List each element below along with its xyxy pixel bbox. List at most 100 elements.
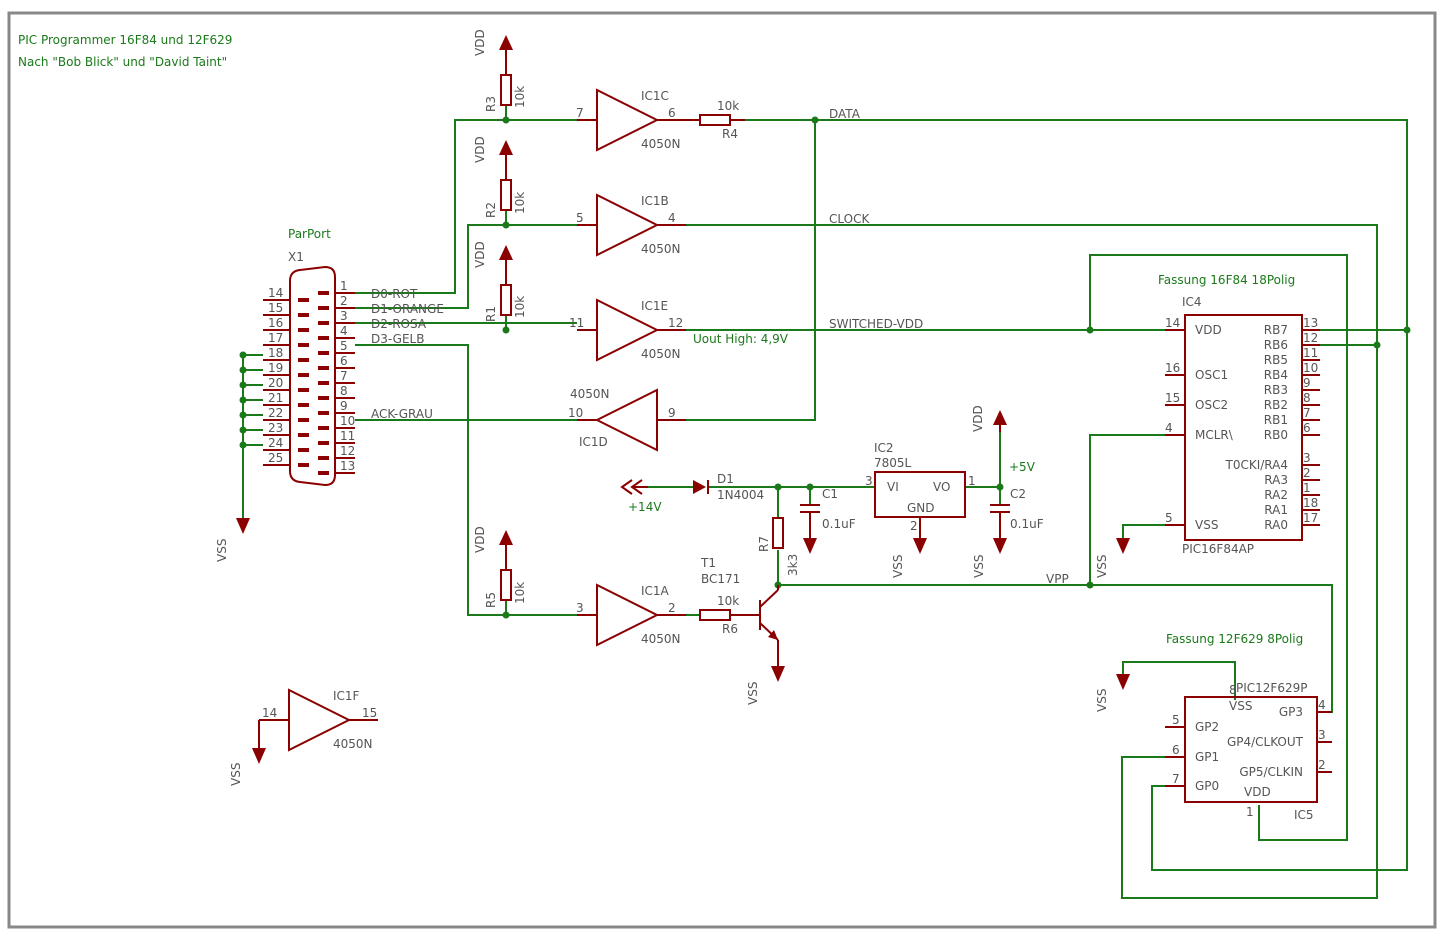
- pin-number: 5: [340, 339, 348, 353]
- resistor-r4: 10k R4: [686, 99, 745, 141]
- pin-name: GP5/CLKIN: [1239, 765, 1303, 779]
- svg-text:R3: R3: [484, 96, 498, 112]
- net-clock: CLOCK: [829, 212, 870, 226]
- pin-number: 13: [1303, 316, 1318, 330]
- net-data: DATA: [829, 107, 861, 121]
- resistor-r7: R7 3k3: [757, 517, 800, 576]
- pin-name: RB6: [1264, 338, 1288, 352]
- pin-number: 7: [1303, 406, 1311, 420]
- pin-socket: [318, 456, 329, 460]
- svg-text:IC5: IC5: [1294, 808, 1314, 822]
- pin-number: 6: [1172, 743, 1180, 757]
- net-vpp: VPP: [1046, 572, 1069, 586]
- ic1f-vss-label: VSS: [229, 763, 243, 786]
- svg-text:C2: C2: [1010, 487, 1026, 501]
- svg-text:4050N: 4050N: [641, 242, 681, 256]
- pin-number: 11: [340, 429, 355, 443]
- pin-number: 2: [1318, 758, 1326, 772]
- svg-text:R6: R6: [722, 622, 738, 636]
- svg-text:12: 12: [668, 316, 683, 330]
- pin-name: OSC1: [1195, 368, 1228, 382]
- svg-text:D1: D1: [717, 472, 734, 486]
- pin-name: RB3: [1264, 383, 1288, 397]
- pin-number: 16: [1165, 361, 1180, 375]
- pin-number: 17: [1303, 511, 1318, 525]
- pin-number: 4: [1318, 698, 1326, 712]
- svg-text:VDD: VDD: [473, 29, 487, 56]
- regulator-ic2: IC2 7805L VI VO GND 3 1 2 VSS VSS: [865, 441, 986, 578]
- buffer-ic1c: IC1C 4050N 7 6: [576, 88, 686, 152]
- pin-number: 18: [268, 346, 283, 360]
- svg-text:7: 7: [576, 106, 584, 120]
- svg-text:4050N: 4050N: [641, 632, 681, 646]
- svg-text:VI: VI: [887, 480, 899, 494]
- svg-text:11: 11: [569, 316, 584, 330]
- pin-socket: [298, 343, 309, 347]
- svg-text:VSS: VSS: [1229, 699, 1252, 713]
- svg-text:4050N: 4050N: [641, 347, 681, 361]
- svg-text:VDD: VDD: [971, 405, 985, 432]
- svg-text:VDD: VDD: [1244, 785, 1271, 799]
- svg-text:R1: R1: [484, 306, 498, 322]
- pin-number: 23: [268, 421, 283, 435]
- pin-number: 7: [340, 369, 348, 383]
- net-ack: ACK-GRAU: [371, 407, 433, 421]
- resistor-r3: VDD R3 10k: [473, 29, 527, 112]
- title-line-1: PIC Programmer 16F84 und 12F629: [18, 33, 232, 47]
- pin-socket: [298, 298, 309, 302]
- parport-ref: X1: [288, 250, 304, 264]
- pin-number: 2: [1303, 466, 1311, 480]
- svg-text:0.1uF: 0.1uF: [822, 517, 856, 531]
- pin-name: VDD: [1195, 323, 1222, 337]
- pin-number: 10: [340, 414, 355, 428]
- net-d3: D3-GELB: [371, 332, 424, 346]
- pin-number: 8: [1303, 391, 1311, 405]
- note-uout: Uout High: 4,9V: [693, 332, 789, 346]
- pin-name: RA0: [1264, 518, 1288, 532]
- pin-number: 20: [268, 376, 283, 390]
- svg-text:VDD: VDD: [473, 526, 487, 553]
- pin-socket: [298, 328, 309, 332]
- pin-socket: [298, 313, 309, 317]
- pin-number: 1: [1303, 481, 1311, 495]
- svg-text:14: 14: [262, 706, 277, 720]
- svg-text:+5V: +5V: [1009, 460, 1036, 474]
- pin-name: T0CKI/RA4: [1225, 458, 1289, 472]
- pin-name: MCLR\: [1195, 428, 1234, 442]
- pin-number: 25: [268, 451, 283, 465]
- pin-name: RB2: [1264, 398, 1288, 412]
- svg-text:10: 10: [568, 406, 583, 420]
- pin-number: 14: [1165, 316, 1180, 330]
- svg-text:IC1F: IC1F: [333, 689, 360, 703]
- ground-symbol-parport: VSS: [215, 518, 250, 562]
- svg-text:15: 15: [362, 706, 377, 720]
- resistor-r6: 10k R6: [699, 594, 760, 636]
- svg-text:BC171: BC171: [701, 572, 740, 586]
- pin-socket: [318, 411, 329, 415]
- buffer-ic1f: IC1F 4050N 14 15: [252, 688, 378, 764]
- pin-number: 2: [340, 294, 348, 308]
- pin-number: 3: [1318, 728, 1326, 742]
- svg-text:10k: 10k: [513, 86, 527, 108]
- pin-name: RA2: [1264, 488, 1288, 502]
- svg-text:+14V: +14V: [628, 500, 662, 514]
- svg-text:2: 2: [910, 519, 918, 533]
- pin-name: RB1: [1264, 413, 1288, 427]
- svg-text:IC2: IC2: [874, 441, 894, 455]
- pin-number: 15: [1165, 391, 1180, 405]
- pin-number: 6: [1303, 421, 1311, 435]
- svg-text:2: 2: [668, 601, 676, 615]
- svg-text:10k: 10k: [717, 99, 739, 113]
- capacitor-c1: C1 0.1uF: [800, 487, 856, 554]
- pin-name: GP1: [1195, 750, 1219, 764]
- svg-text:1: 1: [968, 474, 976, 488]
- pin-number: 12: [340, 444, 355, 458]
- svg-text:3: 3: [576, 601, 584, 615]
- svg-text:PIC12F629P: PIC12F629P: [1236, 681, 1307, 695]
- parport-label: ParPort: [288, 227, 331, 241]
